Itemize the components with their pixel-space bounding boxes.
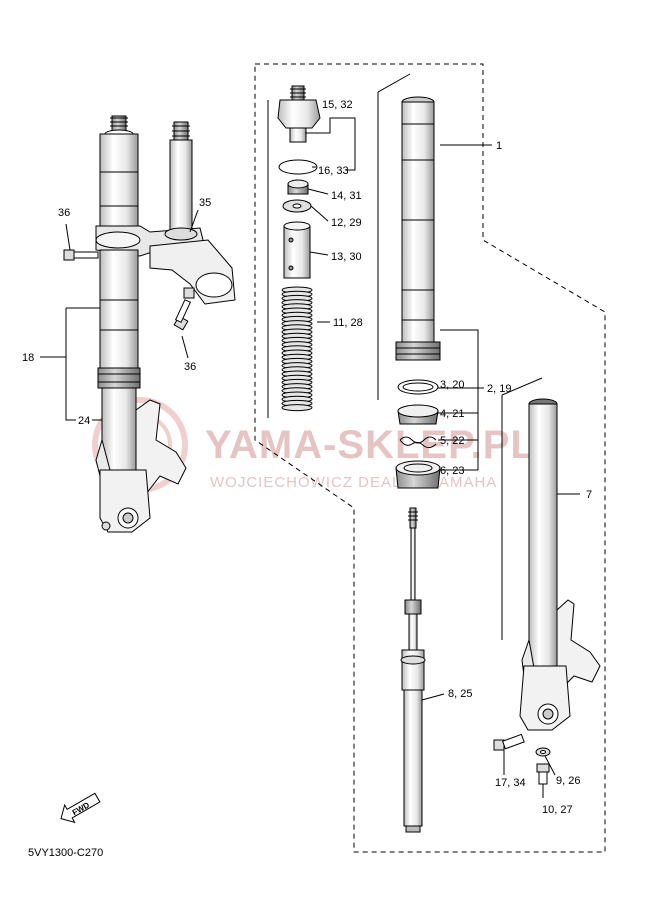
part-bolt-17	[493, 733, 525, 751]
part-nut	[287, 179, 309, 195]
callout-8-25: 8, 25	[448, 688, 472, 700]
watermark-brand: YAMA-SKLEP.PL	[205, 423, 536, 467]
part-bolt-10	[536, 763, 550, 785]
part-damper-rod	[400, 507, 426, 833]
part-washer	[282, 199, 312, 213]
callout-18: 18	[22, 352, 34, 364]
callout-3-20: 3, 20	[440, 379, 464, 391]
callout-24: 24	[78, 415, 90, 427]
part-seal-4	[397, 404, 439, 425]
part-o-ring	[278, 159, 318, 175]
callout-10-27: 10, 27	[542, 804, 573, 816]
part-spring	[281, 286, 313, 412]
fwd-arrow-icon: FWD	[60, 792, 101, 824]
callout-4-21: 4, 21	[440, 408, 464, 420]
callout-35: 35	[199, 197, 211, 209]
diagram-code: 5VY1300-C270	[28, 847, 103, 859]
part-cap-bolt	[277, 85, 321, 143]
callout-17-34: 17, 34	[495, 777, 526, 789]
callout-36-lower: 36	[184, 361, 196, 373]
callout-14-31: 14, 31	[331, 190, 362, 202]
part-ring-3	[397, 379, 439, 395]
leader-lines	[40, 73, 580, 798]
callout-9-26: 9, 26	[556, 775, 580, 787]
assembled-fork	[63, 115, 236, 533]
callout-6-23: 6, 23	[440, 465, 464, 477]
callout-labels: 15, 32 16, 33 14, 31 12, 29 13, 30 11, 2…	[22, 99, 592, 816]
callout-12-29: 12, 29	[331, 217, 362, 229]
part-inner-tube	[395, 96, 441, 361]
bolt-36-upper	[63, 249, 99, 261]
callout-16-33: 16, 33	[318, 165, 349, 177]
part-seal-6	[395, 460, 441, 489]
callout-1: 1	[496, 140, 502, 152]
part-outer-tube	[519, 398, 601, 731]
part-washer-9	[535, 747, 551, 757]
bolt-36-lower	[173, 287, 195, 331]
part-spacer	[283, 221, 311, 279]
spring-coil	[281, 404, 313, 412]
callout-11-28: 11, 28	[333, 317, 363, 329]
callout-36-upper: 36	[58, 207, 70, 219]
callout-13-30: 13, 30	[331, 251, 362, 263]
callout-2-19: 2, 19	[487, 383, 511, 395]
callout-15-32: 15, 32	[322, 99, 353, 111]
part-clip-5	[399, 436, 437, 449]
callout-5-22: 5, 22	[440, 435, 464, 447]
callout-7: 7	[586, 489, 592, 501]
